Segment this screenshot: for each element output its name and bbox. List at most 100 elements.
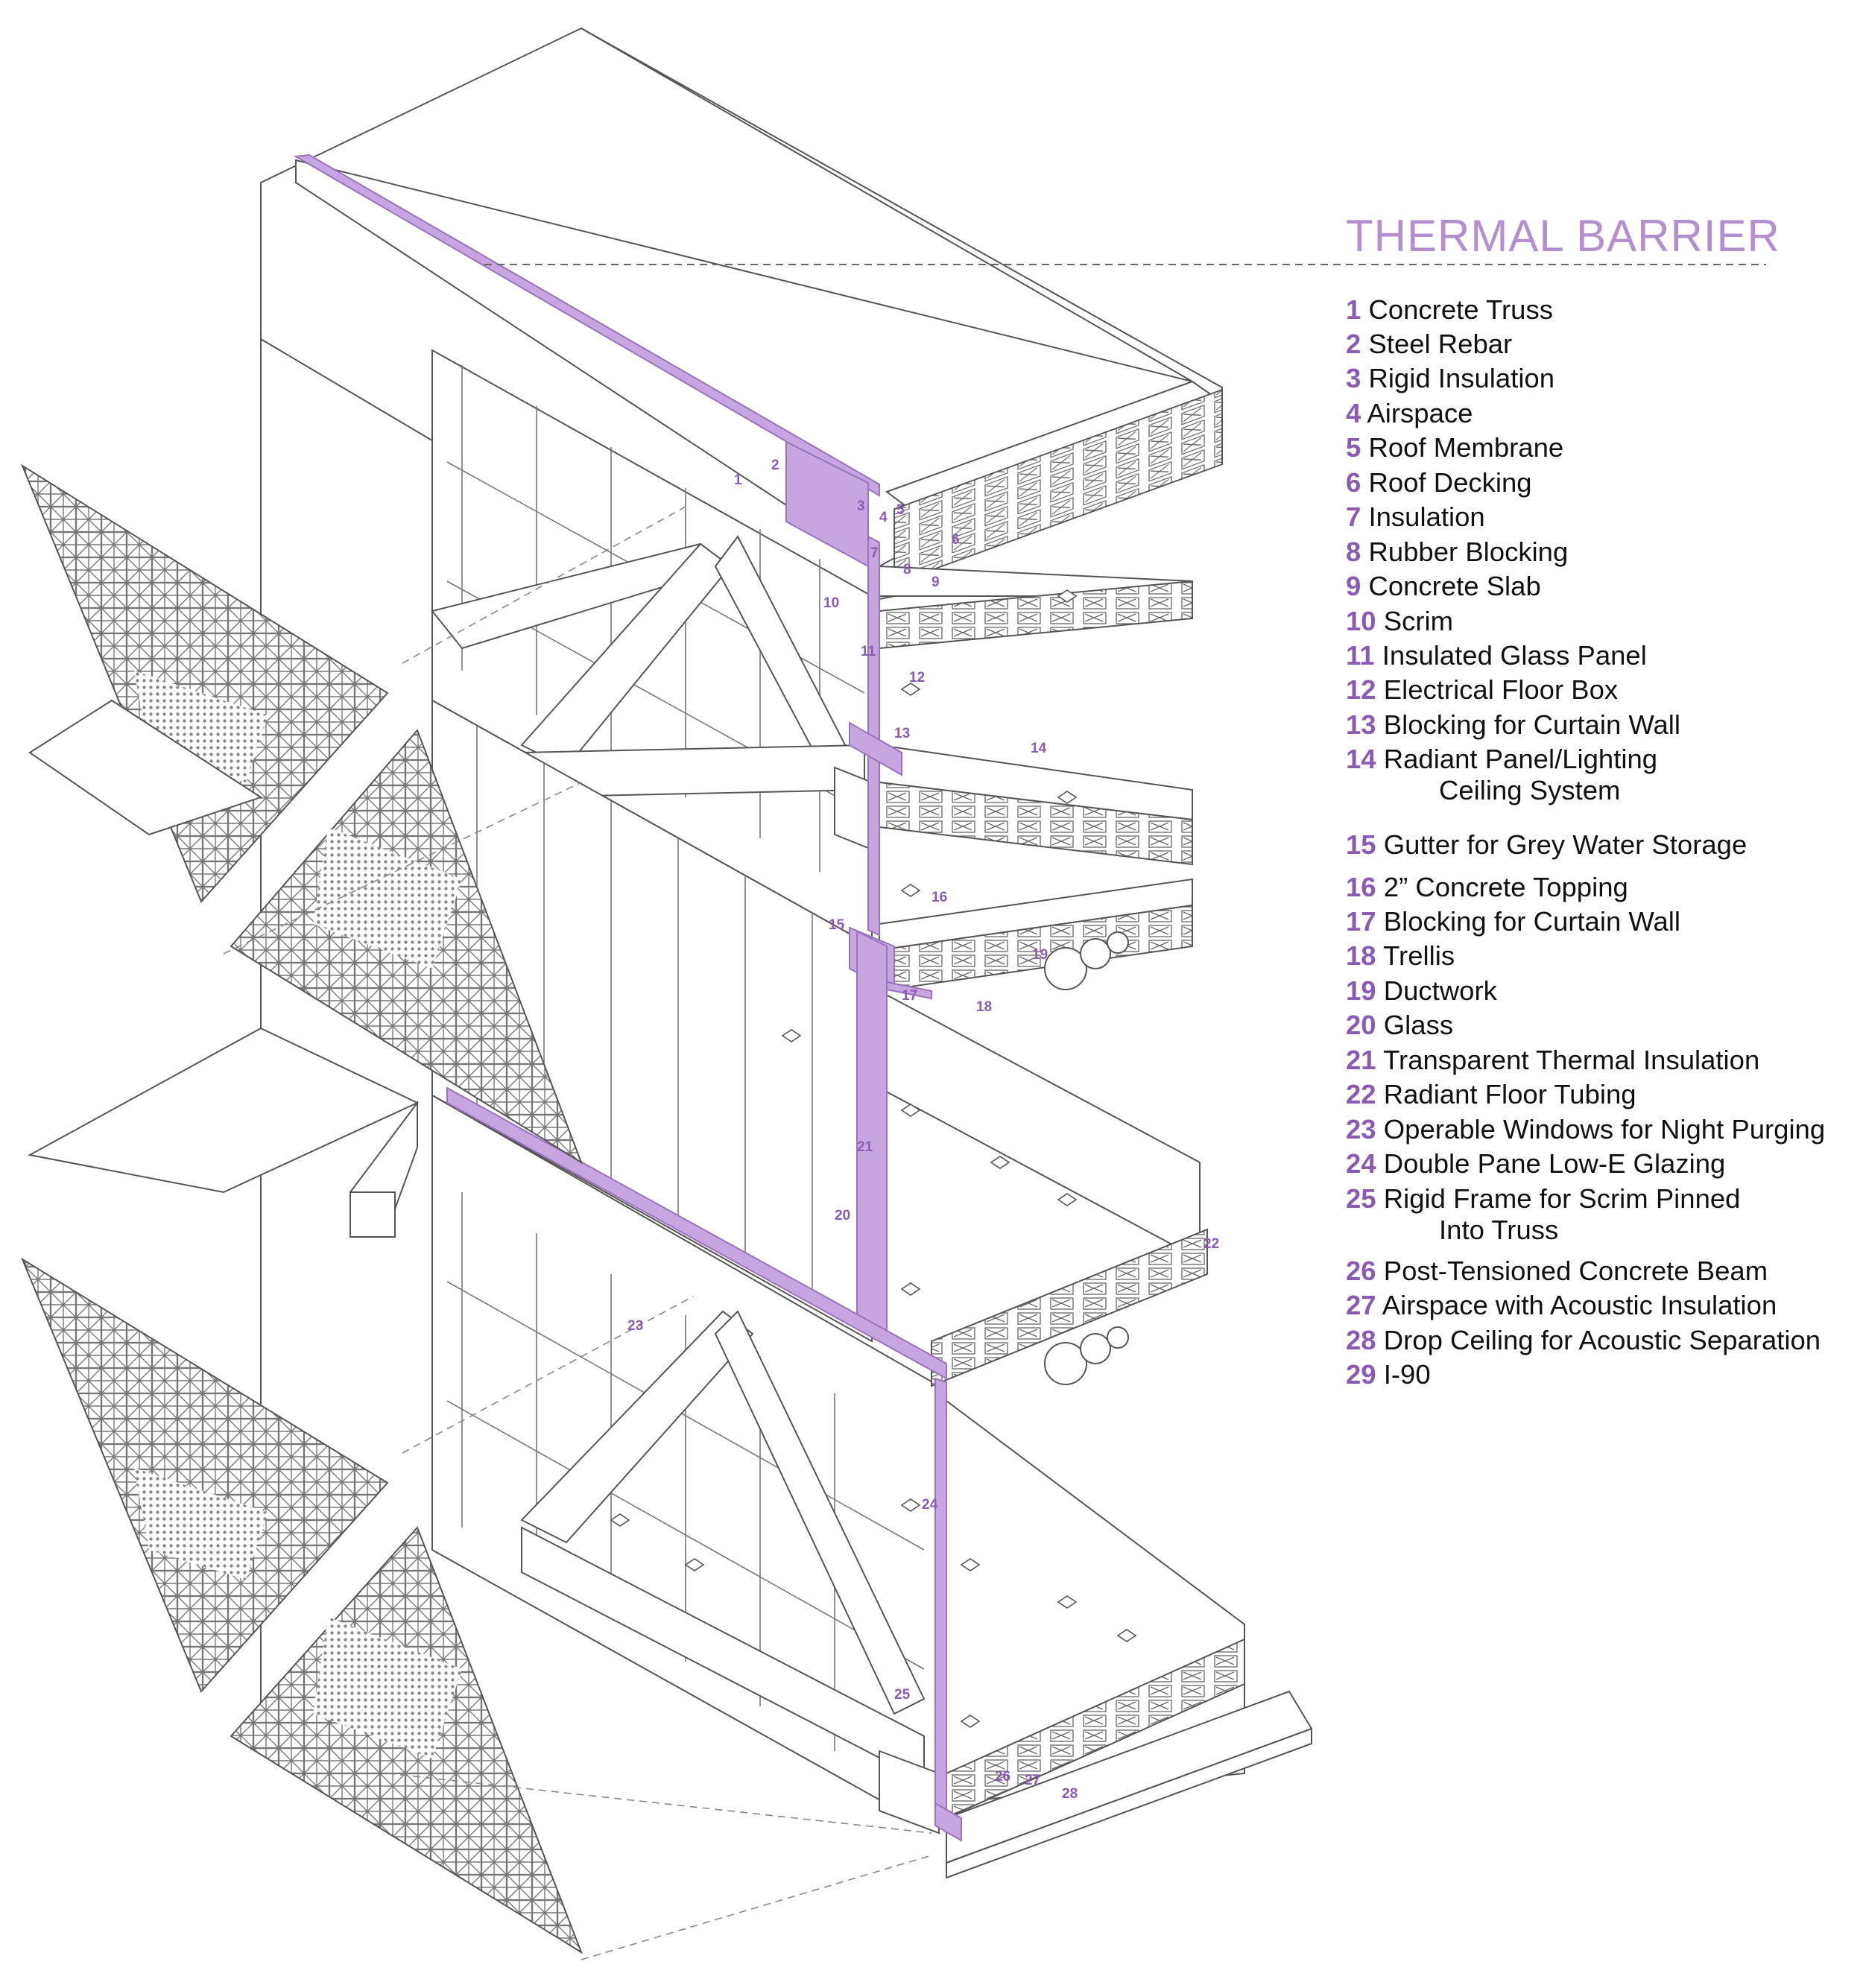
legend-number: 2 [1346,329,1361,359]
legend-label: Steel Rebar [1368,329,1513,359]
callout-13: 13 [894,726,910,741]
legend-item-1: 1 Concrete Truss [1346,294,1553,326]
floor-slab-4 [879,990,1208,1387]
legend-item-26: 26 Post-Tensioned Concrete Beam [1346,1256,1768,1287]
legend-label: Blocking for Curtain Wall [1383,709,1681,740]
legend-label: Glass [1383,1010,1454,1040]
legend-label: Transparent Thermal Insulation [1383,1045,1760,1075]
callout-23: 23 [627,1318,643,1334]
legend-label: Radiant Floor Tubing [1383,1079,1636,1109]
thermal-barrier [293,153,962,1842]
legend-number: 8 [1346,536,1361,567]
legend-item-7: 7 Insulation [1346,501,1485,533]
legend-item-12: 12 Electrical Floor Box [1346,674,1618,706]
legend-item-3: 3 Rigid Insulation [1346,363,1554,394]
legend-label: Insulation [1368,501,1485,532]
legend-item-23: 23 Operable Windows for Night Purging [1346,1114,1825,1145]
legend-label: Roof Membrane [1368,432,1564,463]
scrim-panel-lower-right [230,1526,583,1954]
scrim-panel-upper-right [230,729,583,1165]
legend-label-continuation: Into Truss [1439,1215,1559,1245]
legend-item-22: 22 Radiant Floor Tubing [1346,1079,1636,1110]
bottom-slab [946,1399,1313,1879]
legend-number: 5 [1346,432,1361,463]
legend-item-29: 29 I-90 [1346,1359,1431,1390]
legend-number: 3 [1346,363,1361,393]
legend-item-11: 11 Insulated Glass Panel [1346,640,1647,671]
legend-number: 28 [1346,1325,1376,1355]
legend-item-18: 18 Trellis [1346,940,1455,972]
legend-label: Double Pane Low-E Glazing [1383,1148,1726,1179]
roof-slab [885,380,1224,585]
legend-item-27: 27 Airspace with Acoustic Insulation [1346,1290,1777,1321]
legend-label: Airspace with Acoustic Insulation [1382,1290,1777,1320]
legend-number: 15 [1346,829,1376,860]
callout-27: 27 [1025,1773,1040,1788]
legend-number: 14 [1346,744,1376,774]
callout-2: 2 [771,458,779,473]
callout-22: 22 [1203,1236,1219,1252]
callout-10: 10 [823,595,839,611]
lower-truss-wall [431,1094,940,1835]
legend-number: 29 [1346,1359,1376,1390]
legend-label: Insulated Glass Panel [1382,640,1647,671]
legend-number: 19 [1346,975,1376,1006]
scrim-panel-lower-left [20,1257,389,1693]
callout-12: 12 [909,670,925,686]
legend-number: 4 [1346,398,1361,428]
floor-slab-1 [879,565,1193,650]
legend-number: 27 [1346,1290,1376,1320]
callout-16: 16 [932,890,947,905]
callout-3: 3 [857,498,865,514]
legend-label: I-90 [1383,1359,1431,1390]
legend-number: 13 [1346,709,1376,740]
legend-item-24: 24 Double Pane Low-E Glazing [1346,1148,1725,1180]
callout-25: 25 [894,1687,911,1703]
legend-label: Electrical Floor Box [1383,674,1619,705]
callout-19: 19 [1032,947,1048,963]
legend-number: 25 [1346,1183,1376,1214]
legend-number: 26 [1346,1256,1376,1286]
callout-21: 21 [857,1139,873,1155]
legend-number: 21 [1346,1045,1376,1075]
legend-item-19: 19 Ductwork [1346,975,1497,1007]
callout-7: 7 [870,545,879,561]
legend-label: Blocking for Curtain Wall [1383,906,1681,937]
legend-label-continuation: Ceiling System [1439,775,1621,805]
legend-label: Drop Ceiling for Acoustic Separation [1383,1325,1821,1355]
legend-label: Concrete Truss [1368,294,1553,325]
legend-item-15: 15 Gutter for Grey Water Storage [1346,829,1747,861]
callout-8: 8 [903,562,911,577]
legend-item-2: 2 Steel Rebar [1346,329,1512,360]
callout-20: 20 [835,1208,850,1223]
callout-15: 15 [829,917,845,933]
legend-label: Operable Windows for Night Purging [1383,1114,1826,1145]
callout-18: 18 [976,999,992,1015]
legend-item-8: 8 Rubber Blocking [1346,536,1568,568]
legend-number: 9 [1346,571,1361,601]
legend-label: Airspace [1367,398,1473,428]
callouts: 1 2 3 4 5 6 7 8 9 10 11 12 13 14 15 16 1… [627,458,1219,1802]
legend-number: 10 [1346,606,1376,636]
legend-number: 16 [1346,872,1376,902]
legend-item-4: 4 Airspace [1346,398,1473,429]
legend-item-5: 5 Roof Membrane [1346,432,1563,463]
legend-number: 18 [1346,940,1376,971]
legend-label: Post-Tensioned Concrete Beam [1383,1256,1768,1286]
legend-label: Ductwork [1383,975,1497,1006]
callout-4: 4 [879,510,888,525]
callout-9: 9 [932,574,940,590]
legend-item-28: 28 Drop Ceiling for Acoustic Separation [1346,1325,1821,1356]
legend-label: Rubber Blocking [1368,536,1569,567]
legend-number: 20 [1346,1010,1376,1040]
legend-item-17: 17 Blocking for Curtain Wall [1346,906,1680,937]
legend-label: Trellis [1383,940,1455,971]
legend-number: 24 [1346,1148,1376,1179]
legend-number: 23 [1346,1114,1376,1145]
legend-number: 1 [1346,294,1361,325]
legend-label: Gutter for Grey Water Storage [1383,829,1747,860]
projection-lines [223,264,1766,1960]
legend-number: 12 [1346,674,1376,705]
